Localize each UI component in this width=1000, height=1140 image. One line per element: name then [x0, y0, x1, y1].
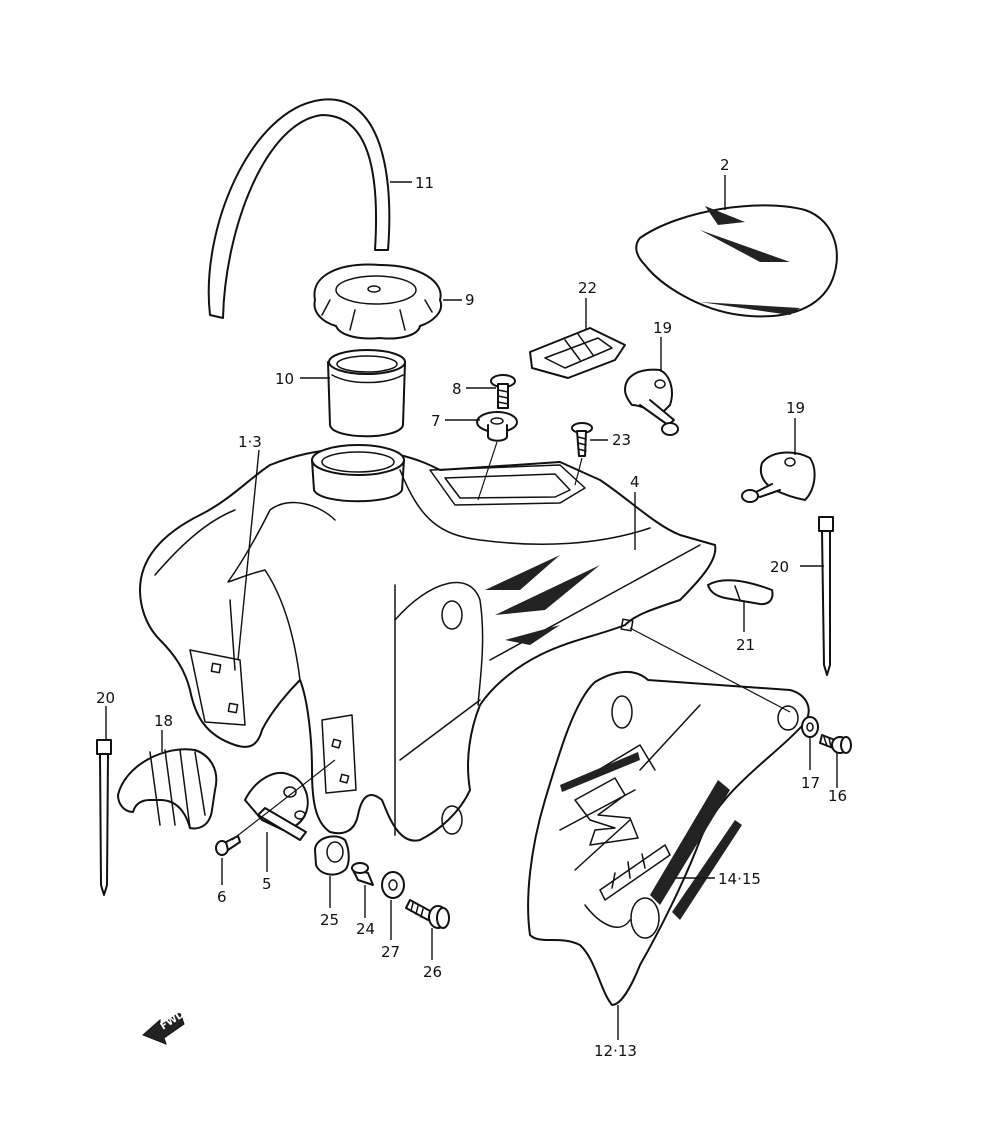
callout-18: 18: [154, 712, 173, 730]
side-shroud: [527, 671, 810, 1006]
tank-pad-2: [635, 204, 838, 318]
collar-24: [351, 862, 374, 886]
cushion-18: [117, 748, 218, 830]
callout-14-15: 14·15: [718, 870, 761, 888]
callout-22: 22: [578, 279, 597, 297]
strap-22: [529, 327, 626, 379]
callout-16: 16: [828, 787, 847, 805]
callout-19-upper: 19: [653, 319, 672, 337]
callout-9: 9: [465, 291, 475, 309]
callout-7: 7: [431, 412, 441, 430]
cable-tie-20-left: [96, 739, 112, 896]
callout-10: 10: [275, 370, 294, 388]
cable-tie-20-right: [818, 516, 834, 676]
cushion-21: [707, 579, 774, 606]
washer-17: [801, 716, 819, 738]
callout-20-left: 20: [96, 689, 115, 707]
callout-23: 23: [612, 431, 631, 449]
callout-19-lower: 19: [786, 399, 805, 417]
callout-26: 26: [423, 963, 442, 981]
washer-27: [381, 871, 405, 899]
callout-5: 5: [262, 875, 272, 893]
fuel-cock-plate: [244, 772, 309, 841]
screw-6: [215, 835, 241, 856]
fuel-tank: [139, 444, 717, 842]
filler-neck-ring: [327, 349, 406, 438]
screw-8: [490, 374, 516, 409]
callout-12-13: 12·13: [594, 1042, 637, 1060]
clamp-19-upper: [624, 368, 679, 436]
callout-1-3: 1·3: [238, 433, 262, 451]
callout-8: 8: [452, 380, 462, 398]
callout-21: 21: [736, 636, 755, 654]
callout-20-right: 20: [770, 558, 789, 576]
callout-4: 4: [630, 473, 640, 491]
callout-labels: 11 9 10 8 7 23 22 19 19 2 4 20 21 1·3 20…: [96, 156, 847, 1060]
bolt-26: [405, 899, 450, 929]
callout-24: 24: [356, 920, 375, 938]
fuel-cap: [313, 263, 443, 340]
callout-6: 6: [217, 888, 227, 906]
bolt-16: [819, 734, 852, 754]
screw-23: [571, 422, 593, 457]
leader-lines: [105, 175, 838, 1040]
forward-direction-arrow: FWD: [142, 1009, 187, 1045]
callout-25: 25: [320, 911, 339, 929]
breather-hose: [207, 98, 391, 319]
grommet-25: [314, 835, 350, 876]
callout-17: 17: [801, 774, 820, 792]
callout-27: 27: [381, 943, 400, 961]
callout-2: 2: [720, 156, 730, 174]
clamp-19-lower: [741, 451, 816, 503]
grommet-7: [476, 411, 518, 442]
callout-11: 11: [415, 174, 434, 192]
